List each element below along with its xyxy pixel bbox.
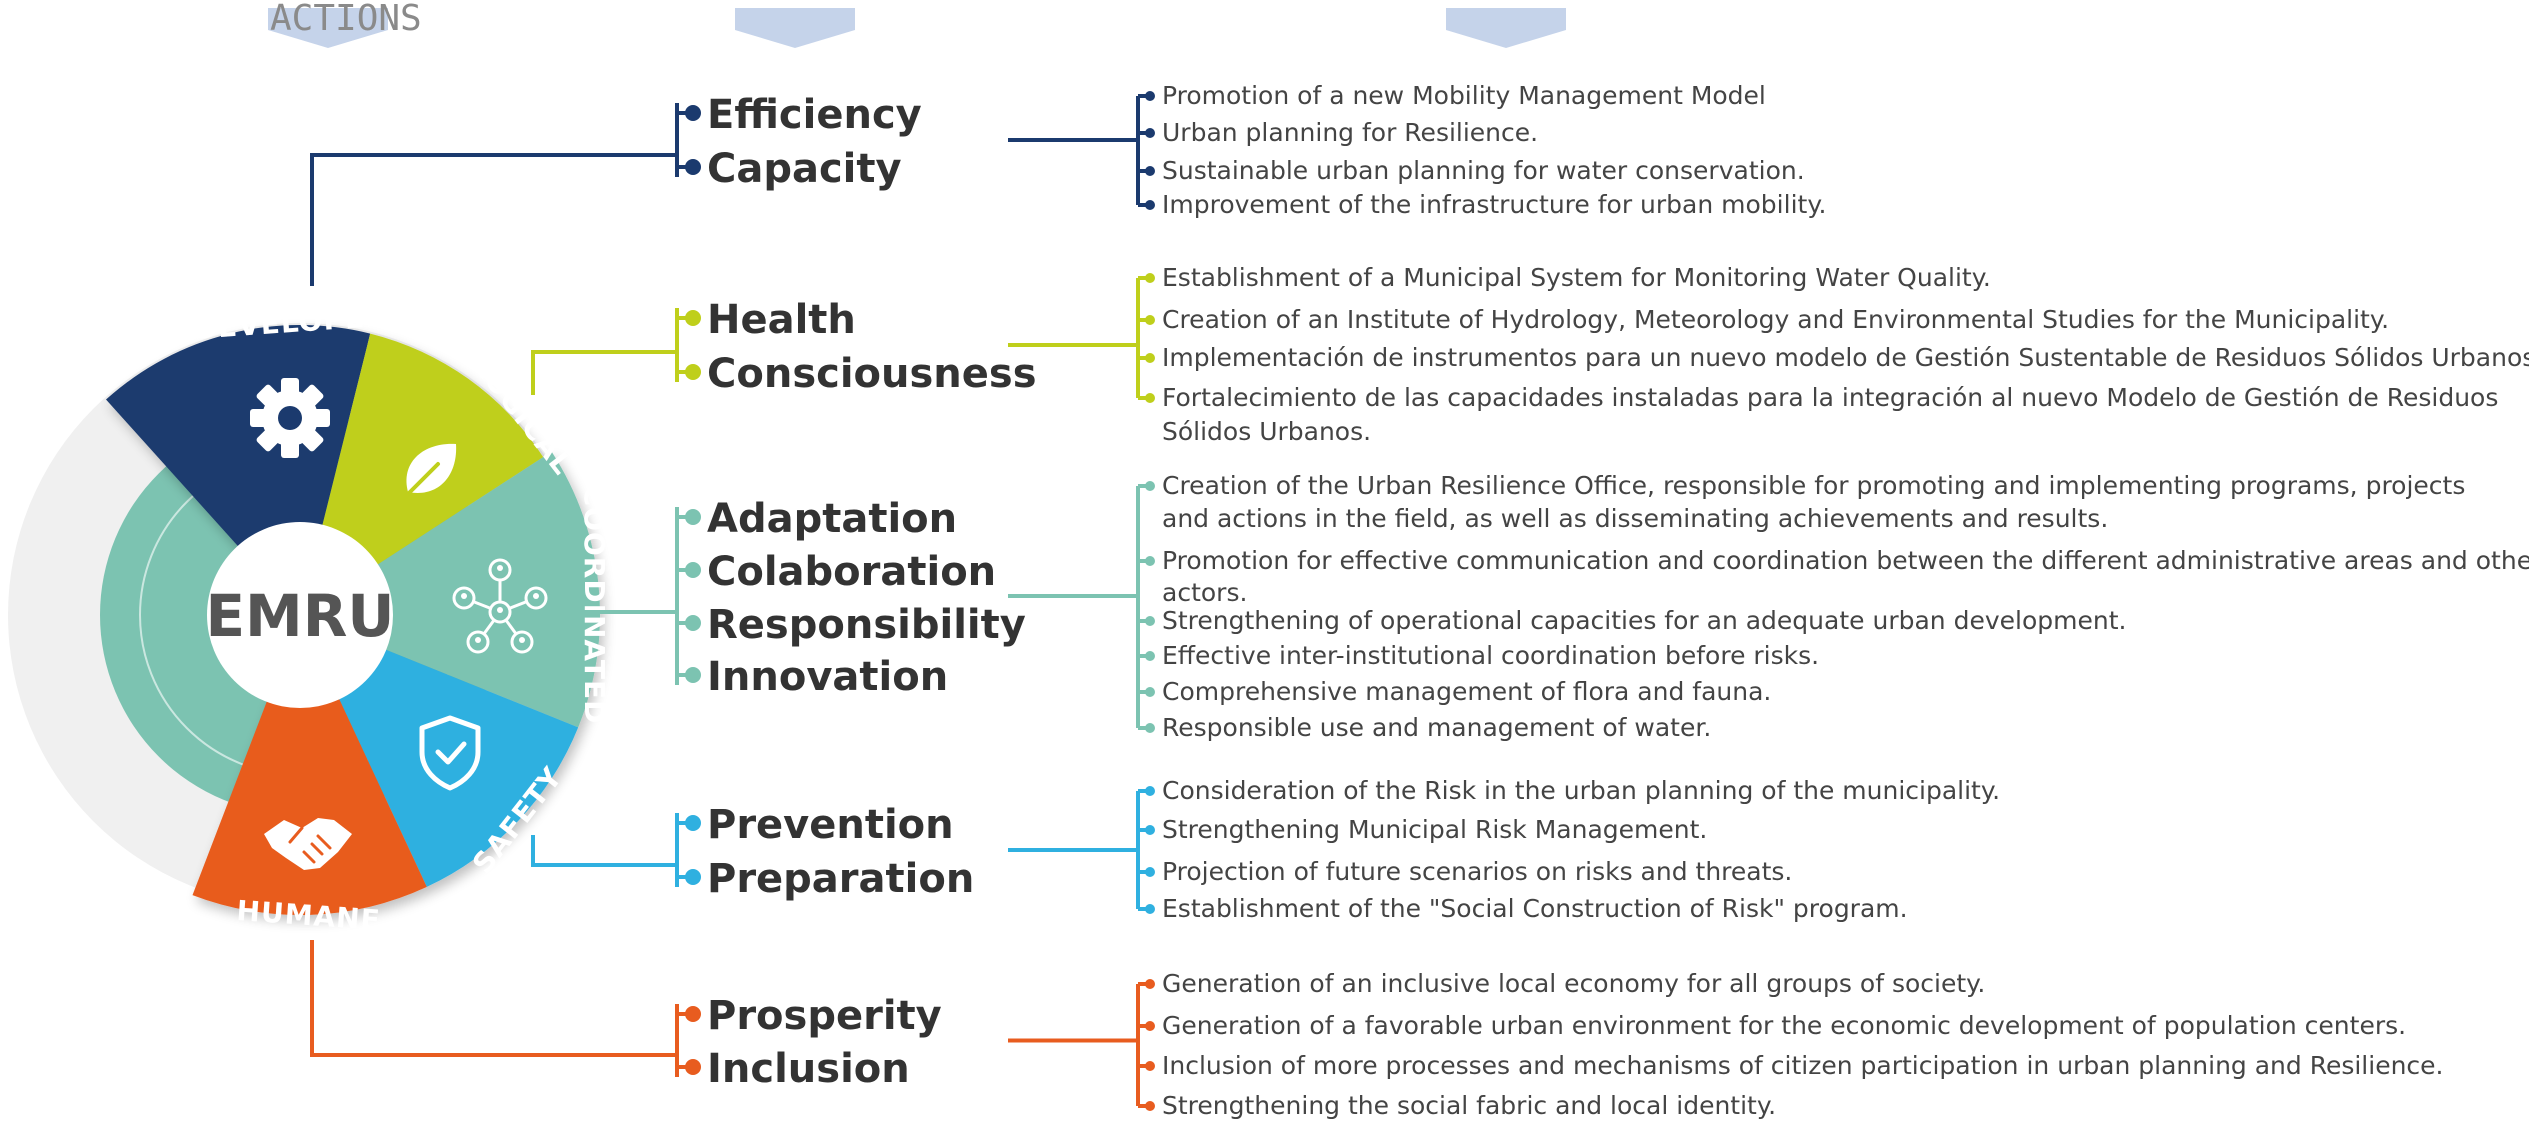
hub-circle [207,522,393,708]
concept-bullet [685,615,701,631]
network-people-icon [452,558,548,654]
actions: Promotion of a new Mobility Management M… [1145,81,2529,1120]
concept-bullet [685,562,701,578]
action-item: Creation of an Institute of Hydrology, M… [1162,305,2389,334]
concept-efficiency: Efficiency [707,92,922,138]
shield-check-icon [419,715,481,791]
action-bullet [1145,867,1155,877]
action-item: Creation of the Urban Resilience Office,… [1162,471,2465,500]
action-bullet [1145,825,1155,835]
segment-coordinated [300,451,601,728]
concept-innovation: Innovation [707,654,948,700]
concept-bullet [685,667,701,683]
action-item: Projection of future scenarios on risks … [1162,857,1792,886]
action-item: Establishment of a Municipal System for … [1162,263,1991,292]
gear-icon [250,378,330,458]
concept-capacity: Capacity [707,146,902,192]
header-chevrons: ACTIONS [268,0,1566,48]
action-bullet [1145,393,1155,403]
action-bullet [1145,166,1155,176]
action-bullet [1145,556,1155,566]
connector-safety [531,835,675,867]
action-item: Consideration of the Risk in the urban p… [1162,776,2000,805]
header-chevron [1446,8,1566,48]
action-item: Promotion of a new Mobility Management M… [1162,81,1766,110]
concept-bullet [685,1006,701,1022]
concepts: EfficiencyCapacityHealthConsciousnessAda… [685,92,1037,1092]
action-item: Fortalecimiento de las capacidades insta… [1162,383,2498,412]
action-item: Establishment of the "Social Constructio… [1162,894,1908,923]
handshake-icon [264,818,352,870]
concept-adaptation: Adaptation [707,496,957,542]
action-item: Strengthening the social fabric and loca… [1162,1091,1776,1120]
action-item: Strengthening Municipal Risk Management. [1162,815,1707,844]
action-item: Sólidos Urbanos. [1162,417,1371,446]
action-item: Generation of a favorable urban environm… [1162,1011,2406,1040]
action-bullet [1145,786,1155,796]
action-bullet [1145,353,1155,363]
action-item: Comprehensive management of flora and fa… [1162,677,1771,706]
section-title-actions: ACTIONS [270,0,422,39]
action-item: Implementación de instrumentos para un n… [1162,343,2529,372]
action-bullet [1145,616,1155,626]
action-item: Sustainable urban planning for water con… [1162,156,1805,185]
concept-inclusion: Inclusion [707,1046,910,1092]
action-item: and actions in the field, as well as dis… [1162,504,2108,533]
segment-humane [192,615,427,916]
action-item: Promotion for effective communication an… [1162,546,2529,575]
action-bullet [1145,1061,1155,1071]
concept-preparation: Preparation [707,856,974,902]
connector-humane [310,940,675,1057]
concept-colaboration: Colaboration [707,549,996,595]
action-item: Inclusion of more processes and mechanis… [1162,1051,2444,1080]
hub-label: EMRU [205,582,394,650]
concept-bullet [685,364,701,380]
action-item: Responsible use and management of water. [1162,713,1711,742]
action-bullet [1145,651,1155,661]
concept-consciousness: Consciousness [707,351,1037,397]
concept-bullet [685,815,701,831]
action-item: Improvement of the infrastructure for ur… [1162,190,1827,219]
action-bullet [1145,91,1155,101]
action-bullet [1145,315,1155,325]
action-item: Effective inter-institutional coordinati… [1162,641,1819,670]
action-item: actors. [1162,578,1247,607]
connector-ecological [531,350,675,395]
action-bullet [1145,200,1155,210]
action-bullet [1145,723,1155,733]
action-item: Generation of an inclusive local economy… [1162,969,1985,998]
segment-label-coordinated: COORDINATED [578,486,611,725]
concept-prosperity: Prosperity [707,993,942,1039]
action-bullet [1145,979,1155,989]
action-bullet [1145,481,1155,491]
action-bullet [1145,904,1155,914]
action-item: Strengthening of operational capacities … [1162,606,2126,635]
leaf-icon [402,443,457,500]
concept-responsibility: Responsibility [707,602,1026,648]
action-bullet [1145,1021,1155,1031]
action-bullet [1145,273,1155,283]
action-bullet [1145,128,1155,138]
concept-bullet [685,869,701,885]
concept-prevention: Prevention [707,802,954,848]
concept-bullet [685,509,701,525]
connector-developed [310,153,675,286]
concept-bullet [685,310,701,326]
concept-health: Health [707,297,856,343]
header-chevron [735,8,855,48]
action-bullet [1145,1101,1155,1111]
header-chevron [268,8,388,48]
action-bullet [1145,687,1155,697]
concept-bullet [685,105,701,121]
concept-bullet [685,1059,701,1075]
action-item: Urban planning for Resilience. [1162,118,1538,147]
concept-bullet [685,159,701,175]
